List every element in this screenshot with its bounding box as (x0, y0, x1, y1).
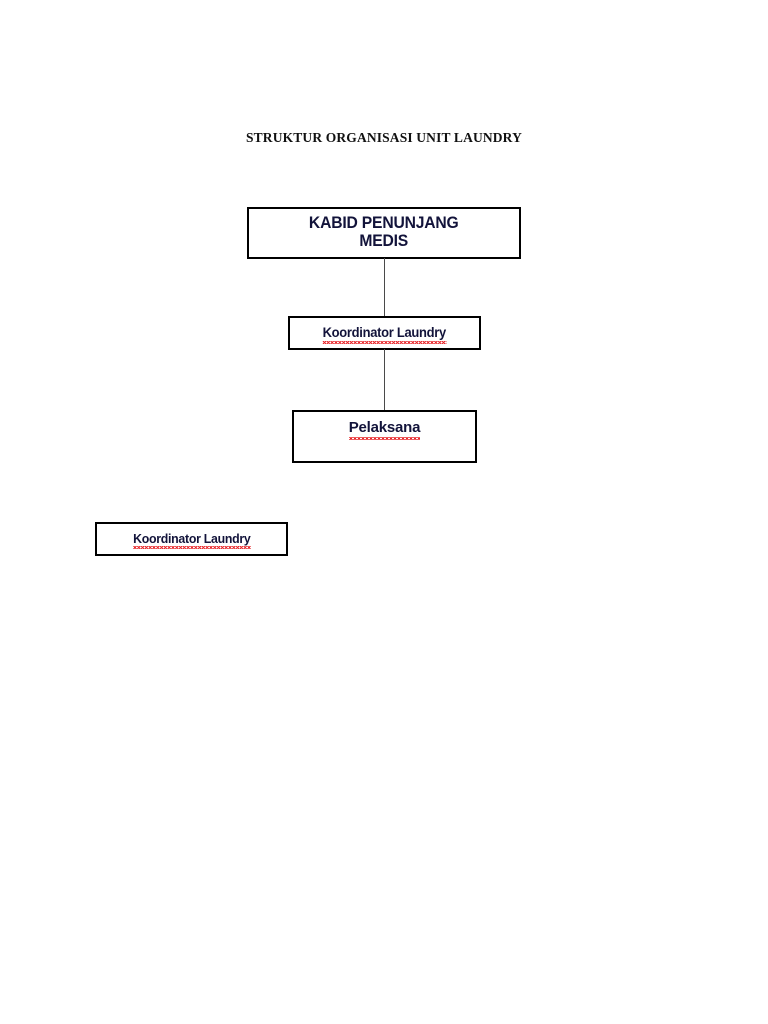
page-title: STRUKTUR ORGANISASI UNIT LAUNDRY (246, 130, 522, 145)
org-node-pelaksana[interactable]: Pelaksana (292, 410, 477, 463)
org-node-label-text: Koordinator Laundry (322, 325, 447, 344)
org-node-label: Koordinator Laundry (132, 530, 251, 549)
org-node-koordinator-laundry[interactable]: Koordinator Laundry (288, 316, 481, 350)
org-node-koordinator-laundry-detached[interactable]: Koordinator Laundry (95, 522, 288, 556)
org-node-label: Pelaksana (348, 412, 421, 440)
org-node-label: Koordinator Laundry (322, 325, 447, 344)
connector-kabid-to-koordinator (383, 258, 385, 317)
org-node-label-text: Pelaksana (348, 419, 421, 440)
org-node-label: KABID PENUNJANG MEDIS (309, 209, 459, 251)
org-node-label-line2: MEDIS (359, 232, 409, 251)
org-node-label-text: Koordinator Laundry (132, 530, 251, 549)
connector-koordinator-to-pelaksana (383, 349, 385, 411)
org-node-label-line1: KABID PENUNJANG (309, 214, 459, 232)
org-node-kabid-penunjang-medis[interactable]: KABID PENUNJANG MEDIS (247, 207, 521, 259)
